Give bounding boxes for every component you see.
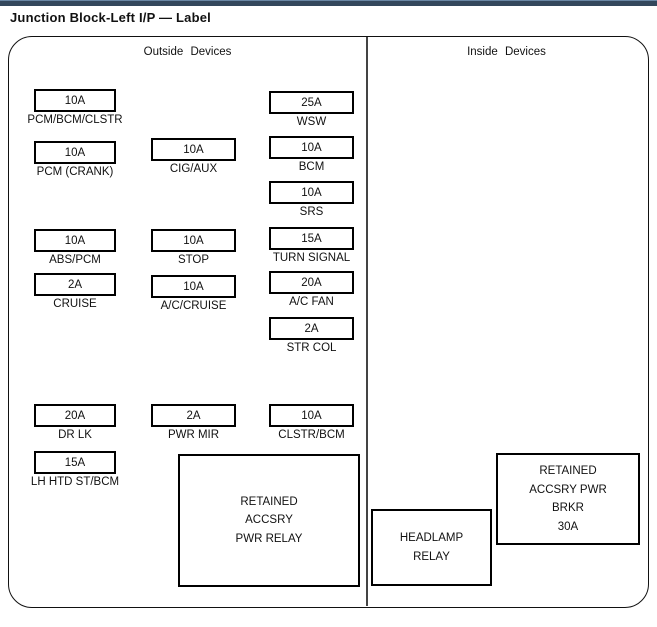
relay-text-line: ACCSRY PWR bbox=[529, 483, 607, 496]
fuse-amp: 10A bbox=[183, 143, 204, 156]
fuse-label: DR LK bbox=[58, 429, 92, 441]
fuse-label: LH HTD ST/BCM bbox=[30, 476, 120, 488]
fuse-label: WSW bbox=[296, 116, 327, 128]
fuse-box: 10A bbox=[34, 229, 116, 252]
fuse-box: 2A bbox=[151, 404, 236, 427]
relay-text-line: RETAINED bbox=[240, 495, 298, 508]
fuse-amp: 10A bbox=[301, 141, 322, 154]
fuse-amp: 10A bbox=[301, 409, 322, 422]
relay-text-line: RETAINED bbox=[539, 465, 597, 477]
headlamp-relay-box: HEADLAMP RELAY bbox=[371, 509, 492, 586]
retained-accsry-pwr-relay-box: RETAINED ACCSRY PWR RELAY bbox=[178, 454, 360, 587]
fuse-box: 10A bbox=[269, 136, 354, 159]
top-divider-bar bbox=[0, 0, 657, 6]
fuse-amp: 10A bbox=[301, 186, 322, 199]
fuse-amp: 15A bbox=[64, 456, 86, 469]
fuse-box: 10A bbox=[34, 141, 116, 164]
fuse-amp: 10A bbox=[64, 146, 86, 159]
fuse-pcm-bcm-clstr: 10A PCM/BCM/CLSTR bbox=[27, 89, 123, 126]
fuse-box: 10A bbox=[269, 404, 354, 427]
fuse-box: 25A bbox=[269, 91, 354, 114]
fuse-box: 10A bbox=[151, 275, 236, 298]
fuse-abs-pcm: 10A ABS/PCM bbox=[34, 229, 116, 266]
fuse-box: 10A bbox=[34, 89, 116, 112]
fuse-amp: 10A bbox=[183, 234, 204, 247]
fuse-amp: 10A bbox=[64, 234, 86, 247]
fuse-box: 15A bbox=[34, 451, 116, 474]
section-divider-line bbox=[366, 37, 368, 606]
fuse-box: 2A bbox=[269, 317, 354, 340]
fuse-label: CIG/AUX bbox=[169, 163, 218, 175]
fuse-label: ABS/PCM bbox=[49, 254, 101, 266]
fuse-amp: 20A bbox=[64, 409, 86, 422]
fuse-box: 10A bbox=[151, 229, 236, 252]
outside-devices-header: Outside Devices bbox=[143, 46, 232, 58]
fuse-wsw: 25A WSW bbox=[269, 91, 354, 128]
fuse-amp: 10A bbox=[64, 94, 86, 107]
fuse-label: STOP bbox=[177, 254, 210, 266]
fuse-label: PCM (CRANK) bbox=[36, 166, 114, 178]
fuse-stop: 10A STOP bbox=[151, 229, 236, 266]
fuse-cig-aux: 10A CIG/AUX bbox=[151, 138, 236, 175]
fuse-dr-lk: 20A DR LK bbox=[34, 404, 116, 441]
fuse-str-col: 2A STR COL bbox=[269, 317, 354, 354]
fuse-amp: 2A bbox=[67, 278, 83, 291]
fuse-pcm-crank: 10A PCM (CRANK) bbox=[34, 141, 116, 178]
fuse-box: 2A bbox=[34, 273, 116, 296]
fuse-turn-signal: 15A TURN SIGNAL bbox=[269, 227, 354, 264]
fuse-amp: 20A bbox=[301, 276, 322, 289]
fuse-ac-fan: 20A A/C FAN bbox=[269, 271, 354, 308]
fuse-label: SRS bbox=[299, 206, 324, 218]
page-title: Junction Block-Left I/P — Label bbox=[10, 10, 211, 25]
relay-text-line: 30A bbox=[557, 520, 579, 533]
fuse-box: 15A bbox=[269, 227, 354, 250]
relay-text-line: HEADLAMP bbox=[399, 532, 464, 544]
fuse-label: BCM bbox=[298, 161, 325, 173]
fuse-label: CRUISE bbox=[53, 298, 97, 310]
fuse-cruise: 2A CRUISE bbox=[34, 273, 116, 310]
fuse-label: CLSTR/BCM bbox=[278, 429, 345, 441]
retained-accsry-pwr-brkr-box: RETAINED ACCSRY PWR BRKR 30A bbox=[496, 453, 640, 545]
relay-text-line: ACCSRY bbox=[245, 514, 293, 527]
fuse-srs: 10A SRS bbox=[269, 181, 354, 218]
fuse-amp: 10A bbox=[183, 280, 204, 293]
fuse-lh-htd-st-bcm: 15A LH HTD ST/BCM bbox=[30, 451, 120, 488]
relay-text-line: PWR RELAY bbox=[235, 532, 303, 545]
junction-block-panel: Outside Devices Inside Devices 10A PCM/B… bbox=[8, 36, 649, 608]
fuse-box: 20A bbox=[269, 271, 354, 294]
relay-text-line: BRKR bbox=[552, 502, 584, 514]
fuse-bcm: 10A BCM bbox=[269, 136, 354, 173]
fuse-label: PCM/BCM/CLSTR bbox=[27, 114, 123, 126]
fuse-label: STR COL bbox=[286, 342, 337, 354]
fuse-label: A/C FAN bbox=[289, 296, 334, 308]
fuse-label: TURN SIGNAL bbox=[272, 252, 351, 264]
fuse-label: PWR MIR bbox=[167, 429, 220, 441]
inside-devices-header: Inside Devices bbox=[467, 46, 546, 58]
fuse-box: 10A bbox=[151, 138, 236, 161]
fuse-pwr-mir: 2A PWR MIR bbox=[151, 404, 236, 441]
fuse-amp: 15A bbox=[301, 232, 322, 245]
fuse-box: 20A bbox=[34, 404, 116, 427]
fuse-amp: 25A bbox=[301, 96, 322, 109]
fuse-amp: 2A bbox=[304, 322, 319, 335]
fuse-ac-cruise: 10A A/C/CRUISE bbox=[151, 275, 236, 312]
fuse-label: A/C/CRUISE bbox=[160, 300, 227, 312]
fuse-clstr-bcm: 10A CLSTR/BCM bbox=[269, 404, 354, 441]
fuse-box: 10A bbox=[269, 181, 354, 204]
fuse-amp: 2A bbox=[186, 409, 201, 422]
relay-text-line: RELAY bbox=[413, 550, 450, 563]
